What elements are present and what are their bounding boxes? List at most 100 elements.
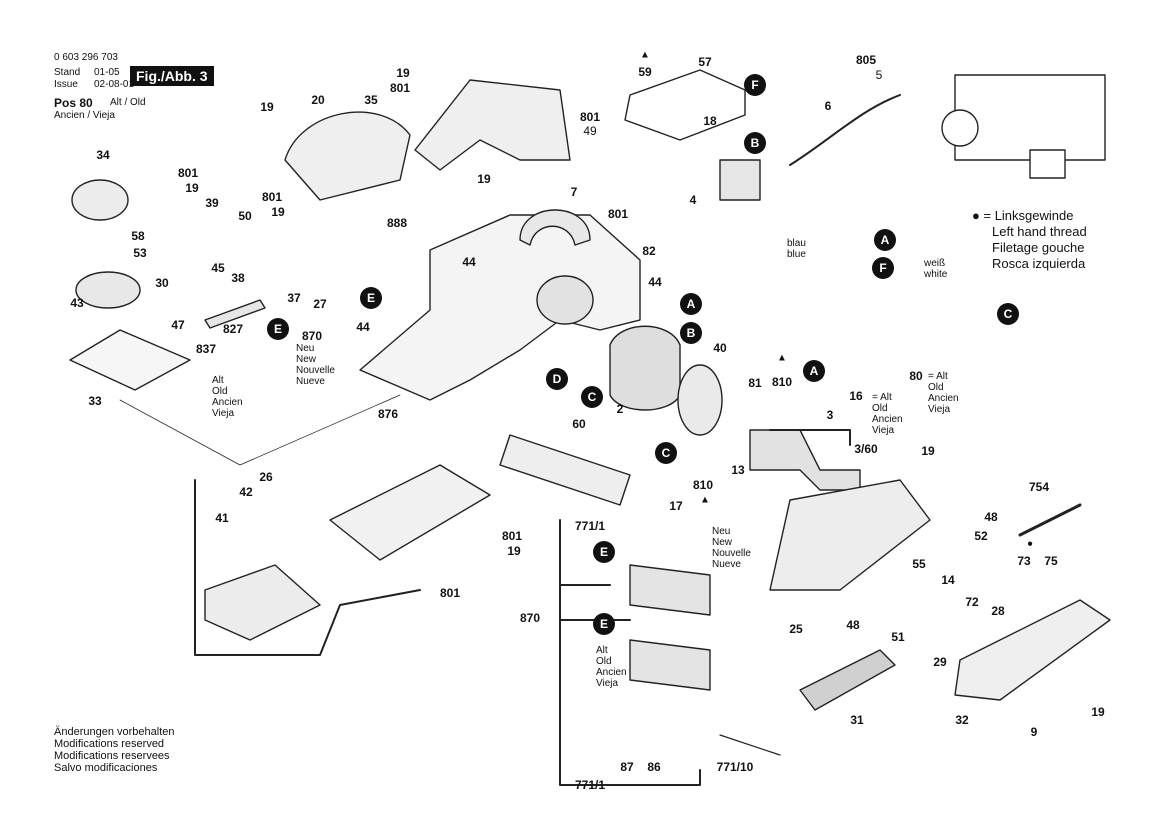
marker-c: C bbox=[655, 442, 677, 464]
drive-belt bbox=[799, 649, 896, 711]
callout-73: 73 bbox=[1017, 554, 1031, 568]
front-base-plate bbox=[69, 329, 191, 391]
callout-53: 53 bbox=[133, 246, 147, 260]
callout-14: 14 bbox=[941, 573, 955, 587]
callout-805: 805 bbox=[855, 53, 877, 67]
belt-housing bbox=[769, 479, 931, 591]
callout-19: 19 bbox=[921, 444, 935, 458]
footer-line: Modifications reservees bbox=[54, 750, 170, 762]
pos-label: Pos 80 bbox=[54, 96, 93, 110]
callout-80: 80 bbox=[909, 369, 923, 383]
callout-19: 19 bbox=[396, 66, 410, 80]
callout-16: 16 bbox=[849, 389, 863, 403]
issue-label: Issue bbox=[54, 79, 78, 90]
callout-13: 13 bbox=[731, 463, 745, 477]
callout-827: 827 bbox=[222, 322, 244, 336]
legend-line: Left hand thread bbox=[992, 224, 1087, 239]
wrench bbox=[1018, 503, 1082, 537]
callout-801: 801 bbox=[261, 190, 283, 204]
wiring-motor bbox=[941, 109, 979, 147]
wiring-diagram-frame bbox=[954, 74, 1106, 161]
housing-handle bbox=[519, 209, 591, 246]
marker-e: E bbox=[593, 541, 615, 563]
switch-frame bbox=[624, 69, 746, 141]
callout-19: 19 bbox=[507, 544, 521, 558]
callout-20: 20 bbox=[311, 93, 325, 107]
callout-19: 19 bbox=[271, 205, 285, 219]
legend-line: Rosca izquierda bbox=[992, 256, 1086, 271]
callout-5: 5 bbox=[875, 68, 883, 82]
callout-4: 4 bbox=[689, 193, 697, 207]
triangle-icon: ▲ bbox=[700, 494, 710, 506]
callout-771-1: 771/1 bbox=[574, 519, 606, 533]
blade-drum-old bbox=[629, 639, 711, 691]
legend-line: Filetage gouche bbox=[992, 240, 1085, 255]
depth-knob-base bbox=[75, 271, 141, 309]
callout-52: 52 bbox=[974, 529, 988, 543]
bracket-line-870 bbox=[559, 519, 701, 786]
footer-line: Salvo modificaciones bbox=[54, 762, 158, 774]
callout-810: 810 bbox=[692, 478, 714, 492]
callout-58: 58 bbox=[131, 229, 145, 243]
callout-43: 43 bbox=[70, 296, 84, 310]
stand-value: 01-05 bbox=[94, 67, 120, 78]
callout-888: 888 bbox=[386, 216, 408, 230]
marker-a: A bbox=[680, 293, 702, 315]
callout-40: 40 bbox=[713, 341, 727, 355]
callout-48: 48 bbox=[846, 618, 860, 632]
front-housing bbox=[284, 111, 411, 201]
pos-sub-1: Alt / Old bbox=[110, 97, 146, 108]
callout-87: 87 bbox=[620, 760, 634, 774]
callout-19: 19 bbox=[260, 100, 274, 114]
marker-f: F bbox=[872, 257, 894, 279]
marker-e: E bbox=[267, 318, 289, 340]
switch-body bbox=[719, 159, 761, 201]
armature bbox=[749, 429, 861, 491]
marker-b: B bbox=[744, 132, 766, 154]
callout-870: 870 bbox=[301, 329, 323, 343]
callout-59: 59 bbox=[638, 65, 652, 79]
legend-line: ● = Linksgewinde bbox=[972, 208, 1074, 223]
callout-81: 81 bbox=[748, 376, 762, 390]
belt-cover bbox=[954, 599, 1111, 701]
callout-870: 870 bbox=[519, 611, 541, 625]
callout-810: 810 bbox=[771, 375, 793, 389]
callout-30: 30 bbox=[155, 276, 169, 290]
callout-34: 34 bbox=[96, 148, 110, 162]
callout-25: 25 bbox=[789, 622, 803, 636]
callout-44: 44 bbox=[356, 320, 370, 334]
marker-d: D bbox=[546, 368, 568, 390]
triangle-icon: ▲ bbox=[777, 352, 787, 364]
footer-notes: Änderungen vorbehalten Modifications res… bbox=[54, 726, 174, 774]
callout-801: 801 bbox=[607, 207, 629, 221]
callout-6: 6 bbox=[824, 99, 832, 113]
callout-28: 28 bbox=[991, 604, 1005, 618]
rod-77110 bbox=[719, 734, 781, 756]
footer-line: Änderungen vorbehalten bbox=[54, 726, 175, 738]
bearing-ring bbox=[677, 364, 723, 436]
marker-b: B bbox=[680, 322, 702, 344]
callout-3-60: 3/60 bbox=[854, 442, 878, 456]
issue-value: 02-08-01 bbox=[94, 79, 135, 90]
callout-72: 72 bbox=[965, 595, 979, 609]
callout-33: 33 bbox=[88, 394, 102, 408]
callout-876: 876 bbox=[377, 407, 399, 421]
field-coil bbox=[609, 325, 681, 411]
footer-line: Modifications reserved bbox=[54, 738, 165, 750]
callout-57: 57 bbox=[698, 55, 712, 69]
callout-44: 44 bbox=[648, 275, 662, 289]
bracket-plate bbox=[204, 299, 266, 329]
callout-82: 82 bbox=[642, 244, 656, 258]
thread-legend: ● = Linksgewinde Left hand thread Fileta… bbox=[972, 208, 1087, 272]
callout-75: 75 bbox=[1044, 554, 1058, 568]
bracket-line-3 bbox=[769, 429, 851, 446]
part-number: 0 603 296 703 bbox=[54, 52, 118, 63]
pos-sub-2: Ancien / Vieja bbox=[54, 110, 115, 121]
callout-3: 3 bbox=[826, 408, 834, 422]
callout-19: 19 bbox=[185, 181, 199, 195]
callout-771-1: 771/1 bbox=[574, 778, 606, 792]
